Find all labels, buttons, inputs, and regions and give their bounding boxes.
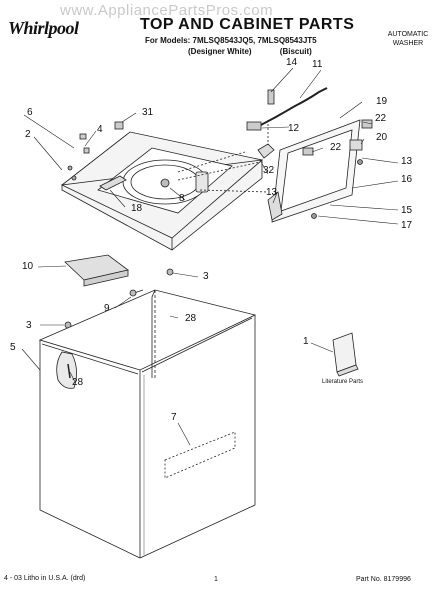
callout-10: 10 [22, 261, 34, 272]
variant-designer-white: (Designer White) [188, 47, 252, 56]
callout-28-left: 28 [72, 377, 84, 388]
callout-17: 17 [401, 220, 413, 231]
top-hardware [67, 121, 124, 181]
callout-3-upper: 3 [203, 271, 209, 282]
callout-19: 19 [376, 96, 388, 107]
cabinet [38, 289, 257, 559]
callout-13-right: 13 [401, 156, 413, 167]
callout-22-top: 22 [375, 113, 387, 124]
callout-14: 14 [286, 57, 298, 68]
color-variants: (Designer White) (Biscuit) [188, 47, 338, 56]
top-panel [60, 131, 264, 251]
callout-32: 32 [263, 165, 275, 176]
washer-lid [267, 119, 373, 223]
callout-16: 16 [401, 174, 413, 185]
callout-22-lid: 22 [330, 142, 342, 153]
callout-13-left: 13 [266, 187, 278, 198]
callout-7: 7 [171, 412, 177, 423]
callout-9: 9 [104, 303, 110, 314]
model-numbers: For Models: 7MLSQ8543JQ5, 7MLSQ8543JT5 [145, 36, 317, 45]
category-line-2: WASHER [392, 40, 424, 47]
literature-parts-label: Literature Parts [322, 379, 364, 385]
callout-1: 1 [303, 336, 309, 347]
page-title: TOP AND CABINET PARTS [140, 16, 355, 33]
callout-31: 31 [142, 107, 154, 118]
watermark-text: www.AppliancePartsPros.com [60, 2, 274, 19]
callout-20: 20 [376, 132, 388, 143]
footer-part-number: Part No. 8179996 [356, 576, 411, 583]
variant-biscuit: (Biscuit) [279, 47, 312, 56]
literature-parts [332, 332, 359, 377]
whirlpool-logo: Whirlpool [8, 18, 79, 38]
connection-lines [177, 120, 269, 193]
callout-6: 6 [27, 107, 33, 118]
category-line-1: AUTOMATIC [387, 31, 429, 38]
cabinet-front-label [164, 431, 236, 479]
callout-15: 15 [401, 205, 413, 216]
callout-2: 2 [25, 129, 31, 140]
callout-8: 8 [179, 193, 185, 204]
callout-11: 11 [312, 59, 323, 70]
footer-litho: 4 - 03 Litho in U.S.A. (drd) [4, 575, 86, 582]
leader-lines [21, 67, 399, 446]
callout-12: 12 [288, 123, 300, 134]
callout-3-lower: 3 [26, 320, 32, 331]
callout-28-right: 28 [185, 313, 197, 324]
front-panel-bracket [64, 254, 129, 287]
callout-5: 5 [10, 342, 16, 353]
callout-18: 18 [131, 203, 143, 214]
product-category: AUTOMATIC WASHER [382, 30, 434, 48]
lid-switch-assembly [246, 87, 328, 159]
footer-page-number: 1 [214, 576, 218, 583]
callout-4: 4 [97, 124, 103, 135]
